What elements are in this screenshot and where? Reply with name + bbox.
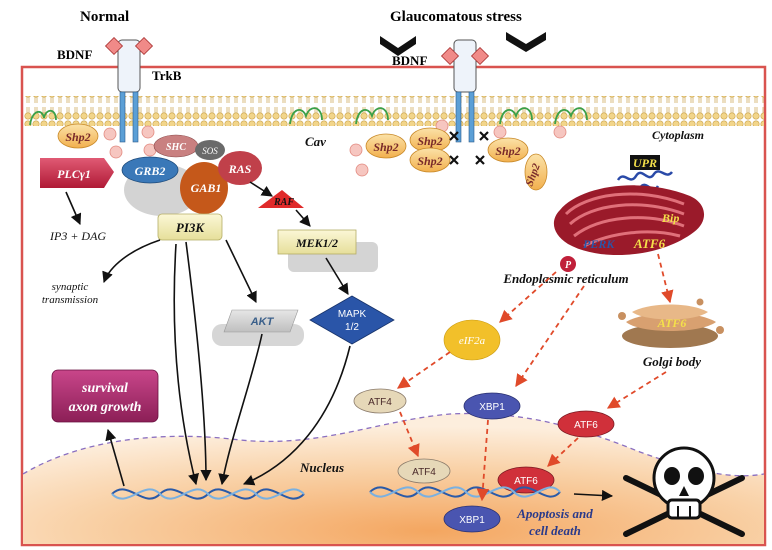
upr-dashed-arrows bbox=[396, 253, 674, 502]
gab1-label: GAB1 bbox=[191, 181, 222, 195]
er-label: Endoplasmic reticulum bbox=[502, 271, 628, 286]
raf-triangle bbox=[258, 190, 304, 208]
synaptic-label-line2: transmission bbox=[42, 294, 99, 306]
sos-label: SOS bbox=[202, 146, 218, 156]
pi3k-label: PI3K bbox=[176, 220, 206, 235]
dna-helix-right-icon bbox=[369, 486, 561, 498]
skull-crossbones-icon bbox=[623, 446, 745, 537]
ras-label: RAS bbox=[228, 162, 252, 176]
signaling-arrows bbox=[65, 181, 614, 502]
upr-label: UPR bbox=[633, 156, 657, 170]
mek-label: MEK1/2 bbox=[295, 236, 338, 250]
shp2-left bbox=[57, 123, 99, 149]
trkb-receptor-right bbox=[440, 39, 490, 143]
atf4-nuc-node bbox=[397, 458, 451, 484]
p-label: P bbox=[565, 260, 572, 271]
shp2-cluster bbox=[365, 127, 548, 191]
atf4-nuc-label: ATF4 bbox=[412, 467, 436, 478]
atf4-cyto-node bbox=[353, 388, 407, 414]
shp2-left-label: Shp2 bbox=[65, 130, 90, 144]
grb2-node bbox=[121, 156, 179, 184]
eif2a-label: eIF2a bbox=[459, 335, 486, 347]
pi3k-nucleus-arrow bbox=[173, 243, 199, 486]
upr-badge bbox=[630, 155, 660, 170]
phospho-markers bbox=[103, 119, 567, 177]
bip-label: Bip bbox=[661, 211, 679, 225]
stress-chevron-right-icon bbox=[506, 32, 546, 52]
survival-box bbox=[51, 369, 159, 423]
cav-label: Cav bbox=[305, 134, 326, 149]
xbp1-cyto-label: XBP1 bbox=[479, 402, 505, 413]
mek-box bbox=[277, 229, 357, 255]
golgi-atf6-label: ATF6 bbox=[657, 316, 687, 330]
shp2-a-label: Shp2 bbox=[373, 140, 398, 154]
raf-label: RAF bbox=[273, 197, 294, 208]
nucleus-label: Nucleus bbox=[299, 460, 344, 475]
perk-label: PERK bbox=[583, 237, 615, 251]
ras-node bbox=[218, 151, 262, 185]
plcg1-block bbox=[40, 158, 114, 188]
pi3k-box bbox=[157, 213, 223, 241]
phospho-p-badge bbox=[560, 256, 576, 272]
bdnf-label-left: BDNF bbox=[57, 47, 92, 62]
bdnf-label-right: BDNF bbox=[392, 53, 427, 68]
trkb-label: TrkB bbox=[152, 68, 182, 83]
shp2-b-label: Shp2 bbox=[417, 134, 442, 148]
akt-shape bbox=[223, 309, 299, 333]
caveolin-loops bbox=[29, 107, 588, 126]
shc-label: SHC bbox=[166, 142, 186, 153]
survival-label-line2: axon growth bbox=[69, 400, 142, 415]
atf6-cyto-label: ATF6 bbox=[574, 420, 598, 431]
atf6-cyto-node bbox=[557, 410, 615, 438]
survival-label-line1: survival bbox=[81, 381, 128, 396]
grb2-label: GRB2 bbox=[135, 164, 166, 178]
atf6-er-label: ATF6 bbox=[633, 236, 666, 251]
shp2-c-label: Shp2 bbox=[417, 154, 442, 168]
atf6-nuc-node bbox=[497, 466, 555, 494]
gab1-node bbox=[180, 162, 228, 214]
plcg1-label: PLCγ1 bbox=[57, 167, 91, 181]
cytoplasm-label: Cytoplasm bbox=[652, 128, 704, 142]
mapk-diamond bbox=[309, 295, 395, 345]
xbp1-nuc-label: XBP1 bbox=[459, 515, 485, 526]
atf6-nuc-label: ATF6 bbox=[514, 476, 538, 487]
blocked-x-icons bbox=[449, 131, 489, 165]
akt-label: AKT bbox=[250, 316, 275, 328]
nucleus-region bbox=[23, 413, 764, 544]
sos-node bbox=[195, 140, 225, 160]
shp2-d-label: Shp2 bbox=[495, 144, 520, 158]
trkb-receptor-left bbox=[104, 36, 154, 143]
golgi-body bbox=[618, 298, 724, 348]
mapk-label-line1: MAPK bbox=[338, 309, 367, 320]
plasma-membrane bbox=[24, 96, 764, 126]
synaptic-label-line1: synaptic bbox=[52, 281, 89, 293]
endoplasmic-reticulum bbox=[553, 185, 705, 256]
xbp1-nuc-node bbox=[443, 505, 501, 533]
apoptosis-label-line2: cell death bbox=[529, 523, 581, 538]
ip3-dag-label: IP3 + DAG bbox=[49, 229, 106, 243]
stress-heading: Glaucomatous stress bbox=[390, 9, 522, 25]
atf4-cyto-label: ATF4 bbox=[368, 397, 392, 408]
golgi-label: Golgi body bbox=[643, 354, 701, 369]
mapk-label-line2: 1/2 bbox=[345, 322, 359, 333]
dna-helix-left-icon bbox=[111, 488, 305, 500]
apoptosis-label-line1: Apoptosis and bbox=[516, 506, 593, 521]
stress-chevron-left-icon bbox=[380, 36, 416, 56]
xbp1-cyto-node bbox=[463, 392, 521, 420]
normal-heading: Normal bbox=[80, 9, 129, 25]
eif2a-node bbox=[443, 319, 501, 361]
